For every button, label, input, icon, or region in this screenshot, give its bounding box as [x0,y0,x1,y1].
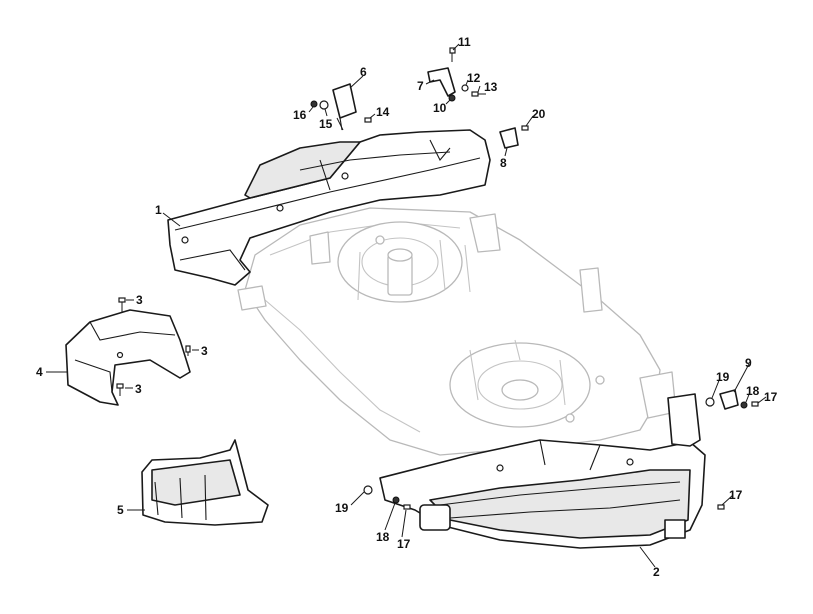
callout-1: 1 [155,203,162,217]
callout-14: 14 [376,105,390,119]
callout-18-bottom: 18 [376,530,390,544]
part-2-lower-chute [379,393,706,549]
part-7-bracket [427,67,456,97]
callout-3-bottom: 3 [135,382,142,396]
callout-8: 8 [500,156,507,170]
callout-4: 4 [36,365,43,379]
callout-9: 9 [745,356,752,370]
callout-3-top: 3 [136,293,143,307]
callout-7: 7 [417,79,424,93]
callout-16: 16 [293,108,307,122]
mower-deck-housing [237,207,677,456]
callout-11: 11 [458,35,471,49]
part-9-bracket [719,389,739,410]
callout-17-bottom: 17 [397,537,411,551]
part-1-discharge-guide [167,129,491,286]
callout-19-right: 19 [716,370,730,384]
part-5-cover [141,439,269,526]
callout-20: 20 [532,107,546,121]
callout-13: 13 [484,80,498,94]
leader-lines [46,43,767,568]
part-6-bracket [332,83,357,131]
callout-19-left: 19 [335,501,349,515]
callout-2: 2 [653,565,660,579]
callout-17-right-upper: 17 [764,390,778,404]
callout-15: 15 [319,117,333,131]
callout-5: 5 [117,503,124,517]
callout-6: 6 [360,65,367,79]
callout-10: 10 [433,101,447,115]
callout-17-right-lower: 17 [729,488,743,502]
part-8-bracket [499,127,519,149]
hardware [116,47,759,510]
callout-18-right: 18 [746,384,760,398]
callout-labels: 1 2 3 3 3 4 5 6 7 8 9 10 11 12 13 14 15 … [36,35,778,579]
callout-12: 12 [467,71,481,85]
callout-3-right: 3 [201,344,208,358]
part-4-deflector [65,309,191,406]
